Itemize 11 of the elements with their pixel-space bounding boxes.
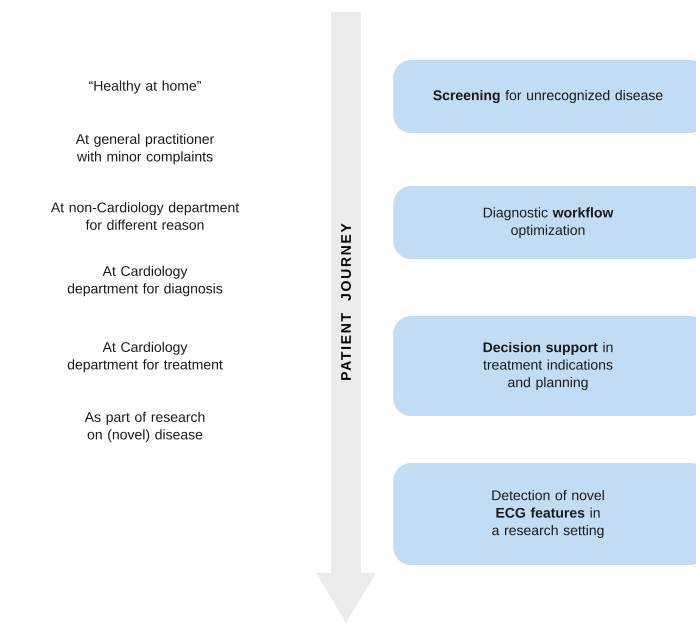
feature-box: Decision support in treatment indications and planning [393,316,696,416]
stage-label: At Cardiology department for treatment [68,342,223,372]
stage-label: At Cardiology department for diagnosis [68,266,222,296]
stage-label: At general practitioner with minor complaints [76,134,214,164]
arrow-label: PATIENT JOURNEY [341,223,351,380]
stage-label: As part of research on (novel) disease [84,412,204,442]
stage-label: “Healthy at home” [89,80,201,94]
feature-box: Diagnostic workflow optimization [393,186,696,259]
stage-label: At non-Cardiology department for different reason [50,202,240,230]
feature-box: Detection of novel ECG features in a research setting [393,463,696,565]
feature-box: Screening for unrecognized disease [393,60,696,133]
